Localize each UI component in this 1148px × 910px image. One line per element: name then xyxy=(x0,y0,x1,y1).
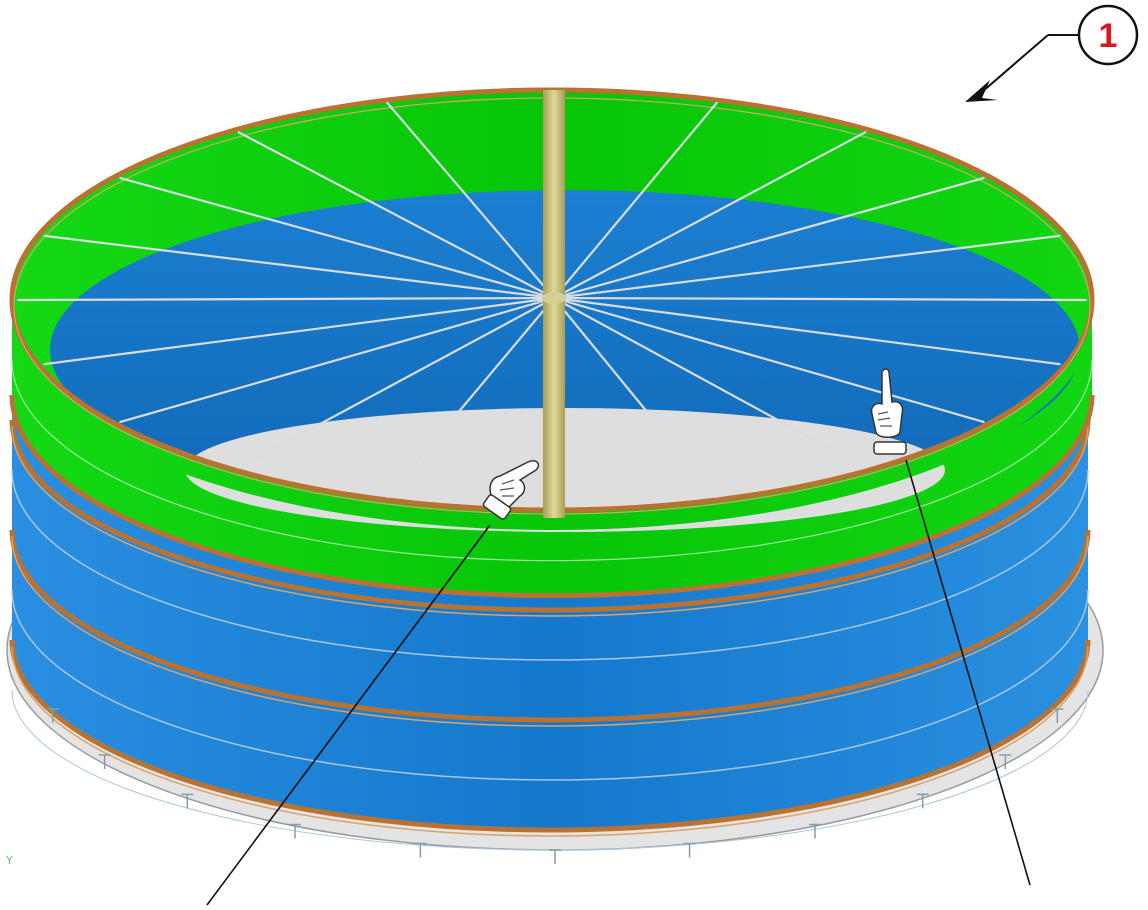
rafter xyxy=(553,130,867,299)
axis-y-label: Y xyxy=(5,854,13,867)
rafter xyxy=(385,101,555,299)
anchor-bolt xyxy=(809,823,821,839)
anchor-bolt xyxy=(181,793,194,809)
rafter xyxy=(17,296,555,302)
anchor-bolt xyxy=(916,793,929,809)
rafter xyxy=(43,234,555,300)
rafter xyxy=(237,297,555,470)
rafter xyxy=(119,176,555,300)
rafter xyxy=(553,101,719,299)
base-anchors xyxy=(46,708,1064,864)
rafter xyxy=(553,296,1061,366)
leader-line-left xyxy=(206,524,491,906)
rafter xyxy=(553,234,1061,300)
leader-line-right xyxy=(905,459,1031,886)
anchor-bolt xyxy=(289,823,301,839)
anchor-bolt xyxy=(999,754,1012,769)
rim-middle-2 xyxy=(9,529,1091,723)
anchor-bolt xyxy=(46,708,59,724)
rafter xyxy=(553,296,985,424)
rafter xyxy=(553,297,719,499)
rim-middle-1 xyxy=(9,419,1091,613)
rafter xyxy=(237,130,555,299)
rafter xyxy=(553,297,867,470)
rafter xyxy=(553,296,1087,302)
anchor-bolt xyxy=(1051,708,1064,724)
callout-number: 1 xyxy=(1099,17,1118,55)
rafter xyxy=(553,176,985,300)
rafter xyxy=(385,297,555,499)
roof-rafters xyxy=(17,92,1087,508)
callout-circle xyxy=(1077,4,1139,66)
anchor-bolt xyxy=(414,842,427,858)
anchor-bolt xyxy=(98,754,111,769)
pointing-hand-icon xyxy=(870,368,907,455)
pointing-hand-icon xyxy=(482,459,540,520)
rafter xyxy=(119,296,555,424)
anchor-bolt xyxy=(683,842,696,858)
rim-bottom xyxy=(9,639,1091,833)
rafter xyxy=(43,296,555,366)
anchor-bolt xyxy=(549,849,561,864)
callout-arrowhead xyxy=(965,80,998,102)
